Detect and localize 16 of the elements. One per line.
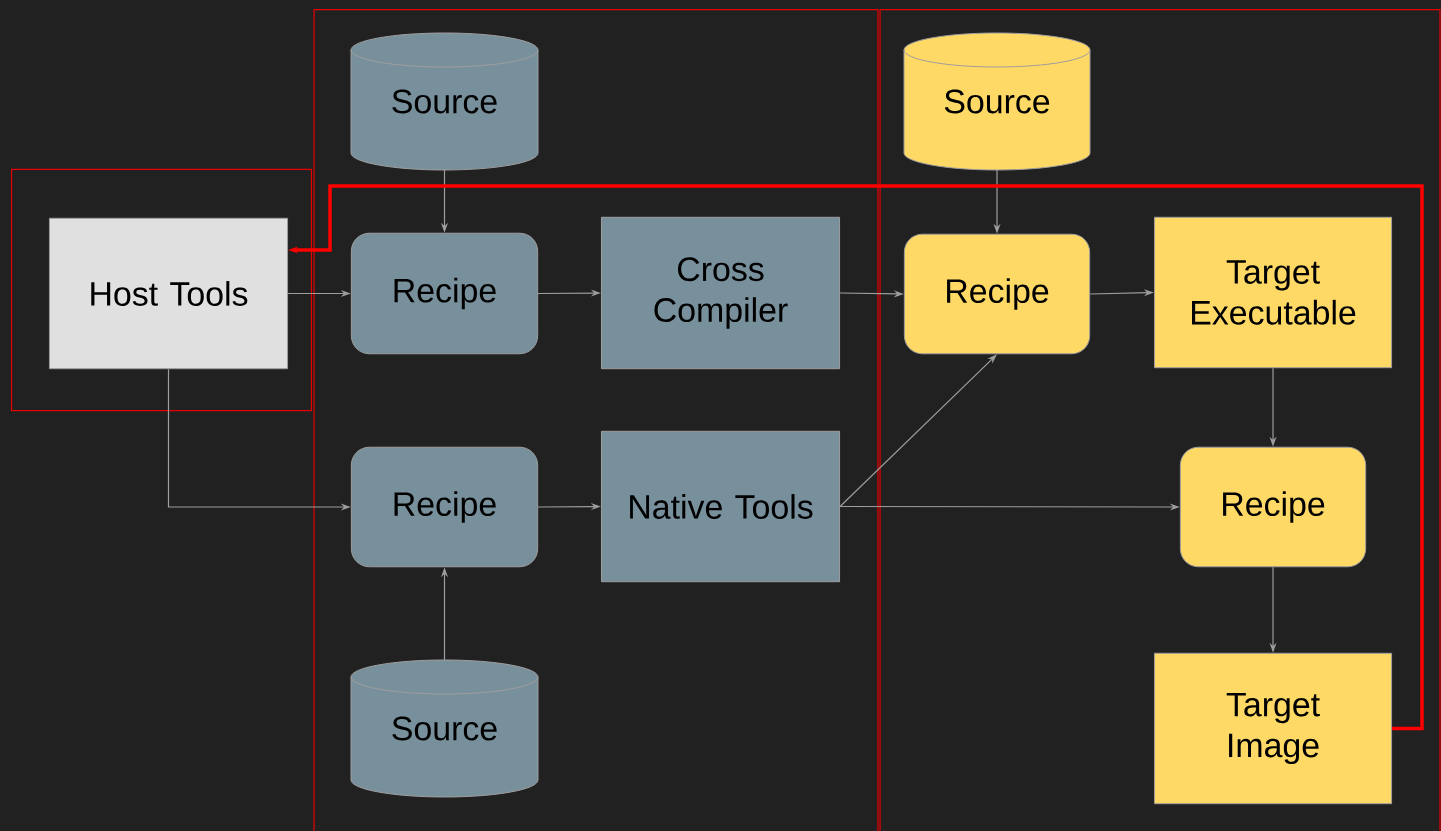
process-box: Cross Compiler	[600, 216, 841, 370]
group-frame	[10, 168, 313, 412]
group-frame	[879, 8, 1441, 831]
recipe-box: Recipe	[1179, 446, 1367, 568]
group-frame	[313, 8, 879, 831]
database-cylinder: Source	[350, 32, 539, 171]
arrow	[839, 354, 997, 508]
process-box: Host Tools	[48, 217, 289, 370]
recipe-box: Recipe	[350, 232, 539, 355]
recipe-box: Recipe	[903, 233, 1091, 355]
database-cylinder: Source	[350, 659, 539, 798]
recipe-box: Recipe	[350, 446, 539, 568]
database-cylinder: Source	[903, 32, 1091, 171]
process-box: Target Executable	[1153, 216, 1393, 369]
process-box: Target Image	[1153, 652, 1393, 805]
process-box: Native Tools	[600, 430, 841, 583]
